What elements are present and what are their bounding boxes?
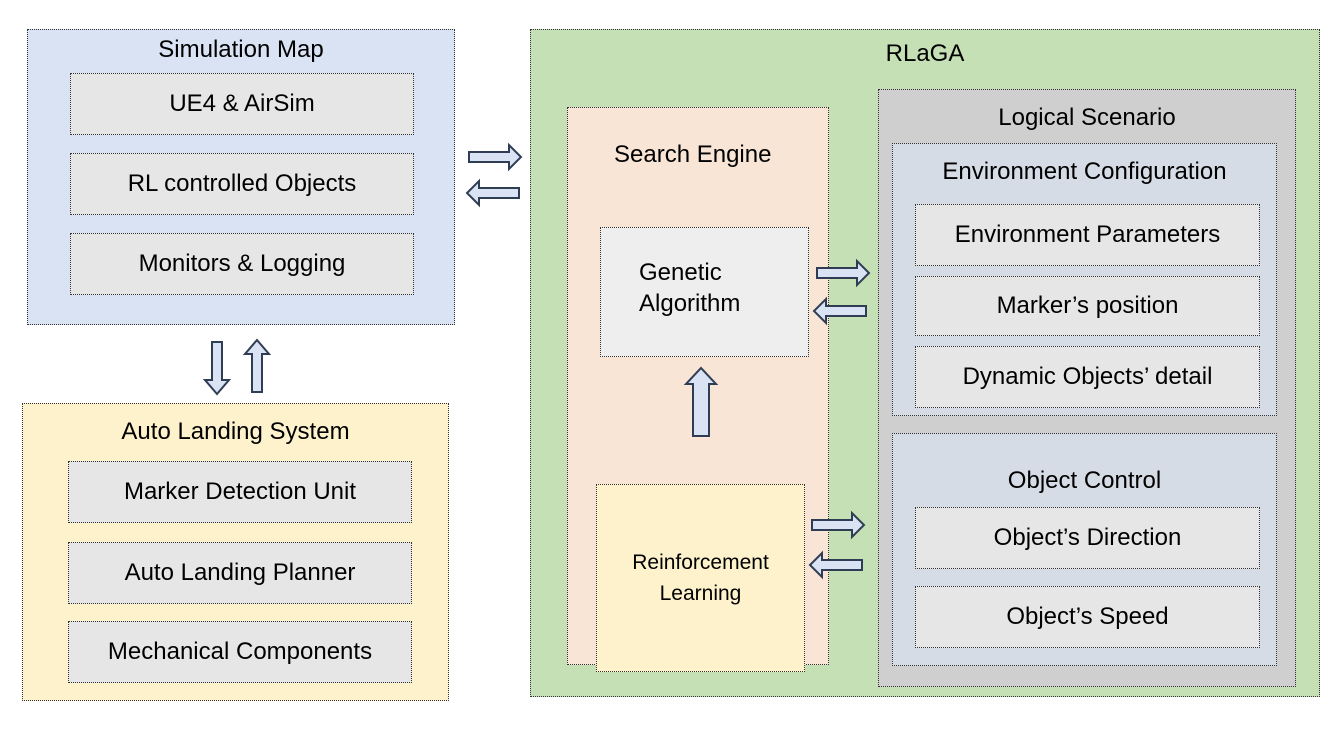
arrow-up-icon — [242, 338, 272, 393]
rlaga-panel: RLaGA Search Engine Genetic Algorithm Re… — [530, 29, 1320, 697]
auto-landing-planner-item: Auto Landing Planner — [68, 542, 412, 604]
objects-speed-item: Object’s Speed — [915, 586, 1260, 648]
logical-scenario-title: Logical Scenario — [998, 104, 1176, 131]
reinforcement-learning-label: Reinforcement Learning — [632, 551, 769, 605]
rl-controlled-objects-item: RL controlled Objects — [70, 153, 414, 215]
simulation-map-title: Simulation Map — [158, 36, 324, 63]
genetic-algorithm-label: Genetic Algorithm — [639, 259, 741, 317]
auto-landing-system-panel: Auto Landing System Marker Detection Uni… — [22, 403, 449, 701]
arrow-down-icon — [202, 341, 232, 396]
dynamic-objects-detail-item: Dynamic Objects’ detail — [915, 346, 1260, 408]
object-control-panel: Object Control Object’s Direction Object… — [892, 433, 1277, 666]
search-engine-panel: Search Engine Genetic Algorithm Reinforc… — [567, 107, 829, 672]
environment-configuration-panel: Environment Configuration Environment Pa… — [892, 143, 1277, 416]
ue4-airsim-item: UE4 & AirSim — [70, 73, 414, 135]
rlaga-title: RLaGA — [885, 40, 965, 67]
reinforcement-learning-box: Reinforcement Learning — [596, 484, 805, 672]
environment-parameters-item: Environment Parameters — [915, 204, 1260, 266]
mechanical-components-item: Mechanical Components — [68, 621, 412, 683]
environment-configuration-title: Environment Configuration — [942, 158, 1227, 185]
auto-landing-system-title: Auto Landing System — [121, 418, 350, 445]
objects-direction-item: Object’s Direction — [915, 507, 1260, 569]
object-control-title: Object Control — [1007, 467, 1162, 494]
logical-scenario-panel: Logical Scenario Environment Configurati… — [878, 89, 1296, 687]
markers-position-item: Marker’s position — [915, 276, 1260, 336]
monitors-logging-item: Monitors & Logging — [70, 233, 414, 295]
marker-detection-unit-item: Marker Detection Unit — [68, 461, 412, 523]
search-engine-title: Search Engine — [614, 141, 772, 168]
simulation-map-panel: Simulation Map UE4 & AirSim RL controlle… — [27, 29, 455, 325]
arrow-right-icon — [468, 142, 523, 172]
genetic-algorithm-box: Genetic Algorithm — [600, 227, 809, 357]
arrow-left-icon — [465, 178, 520, 208]
